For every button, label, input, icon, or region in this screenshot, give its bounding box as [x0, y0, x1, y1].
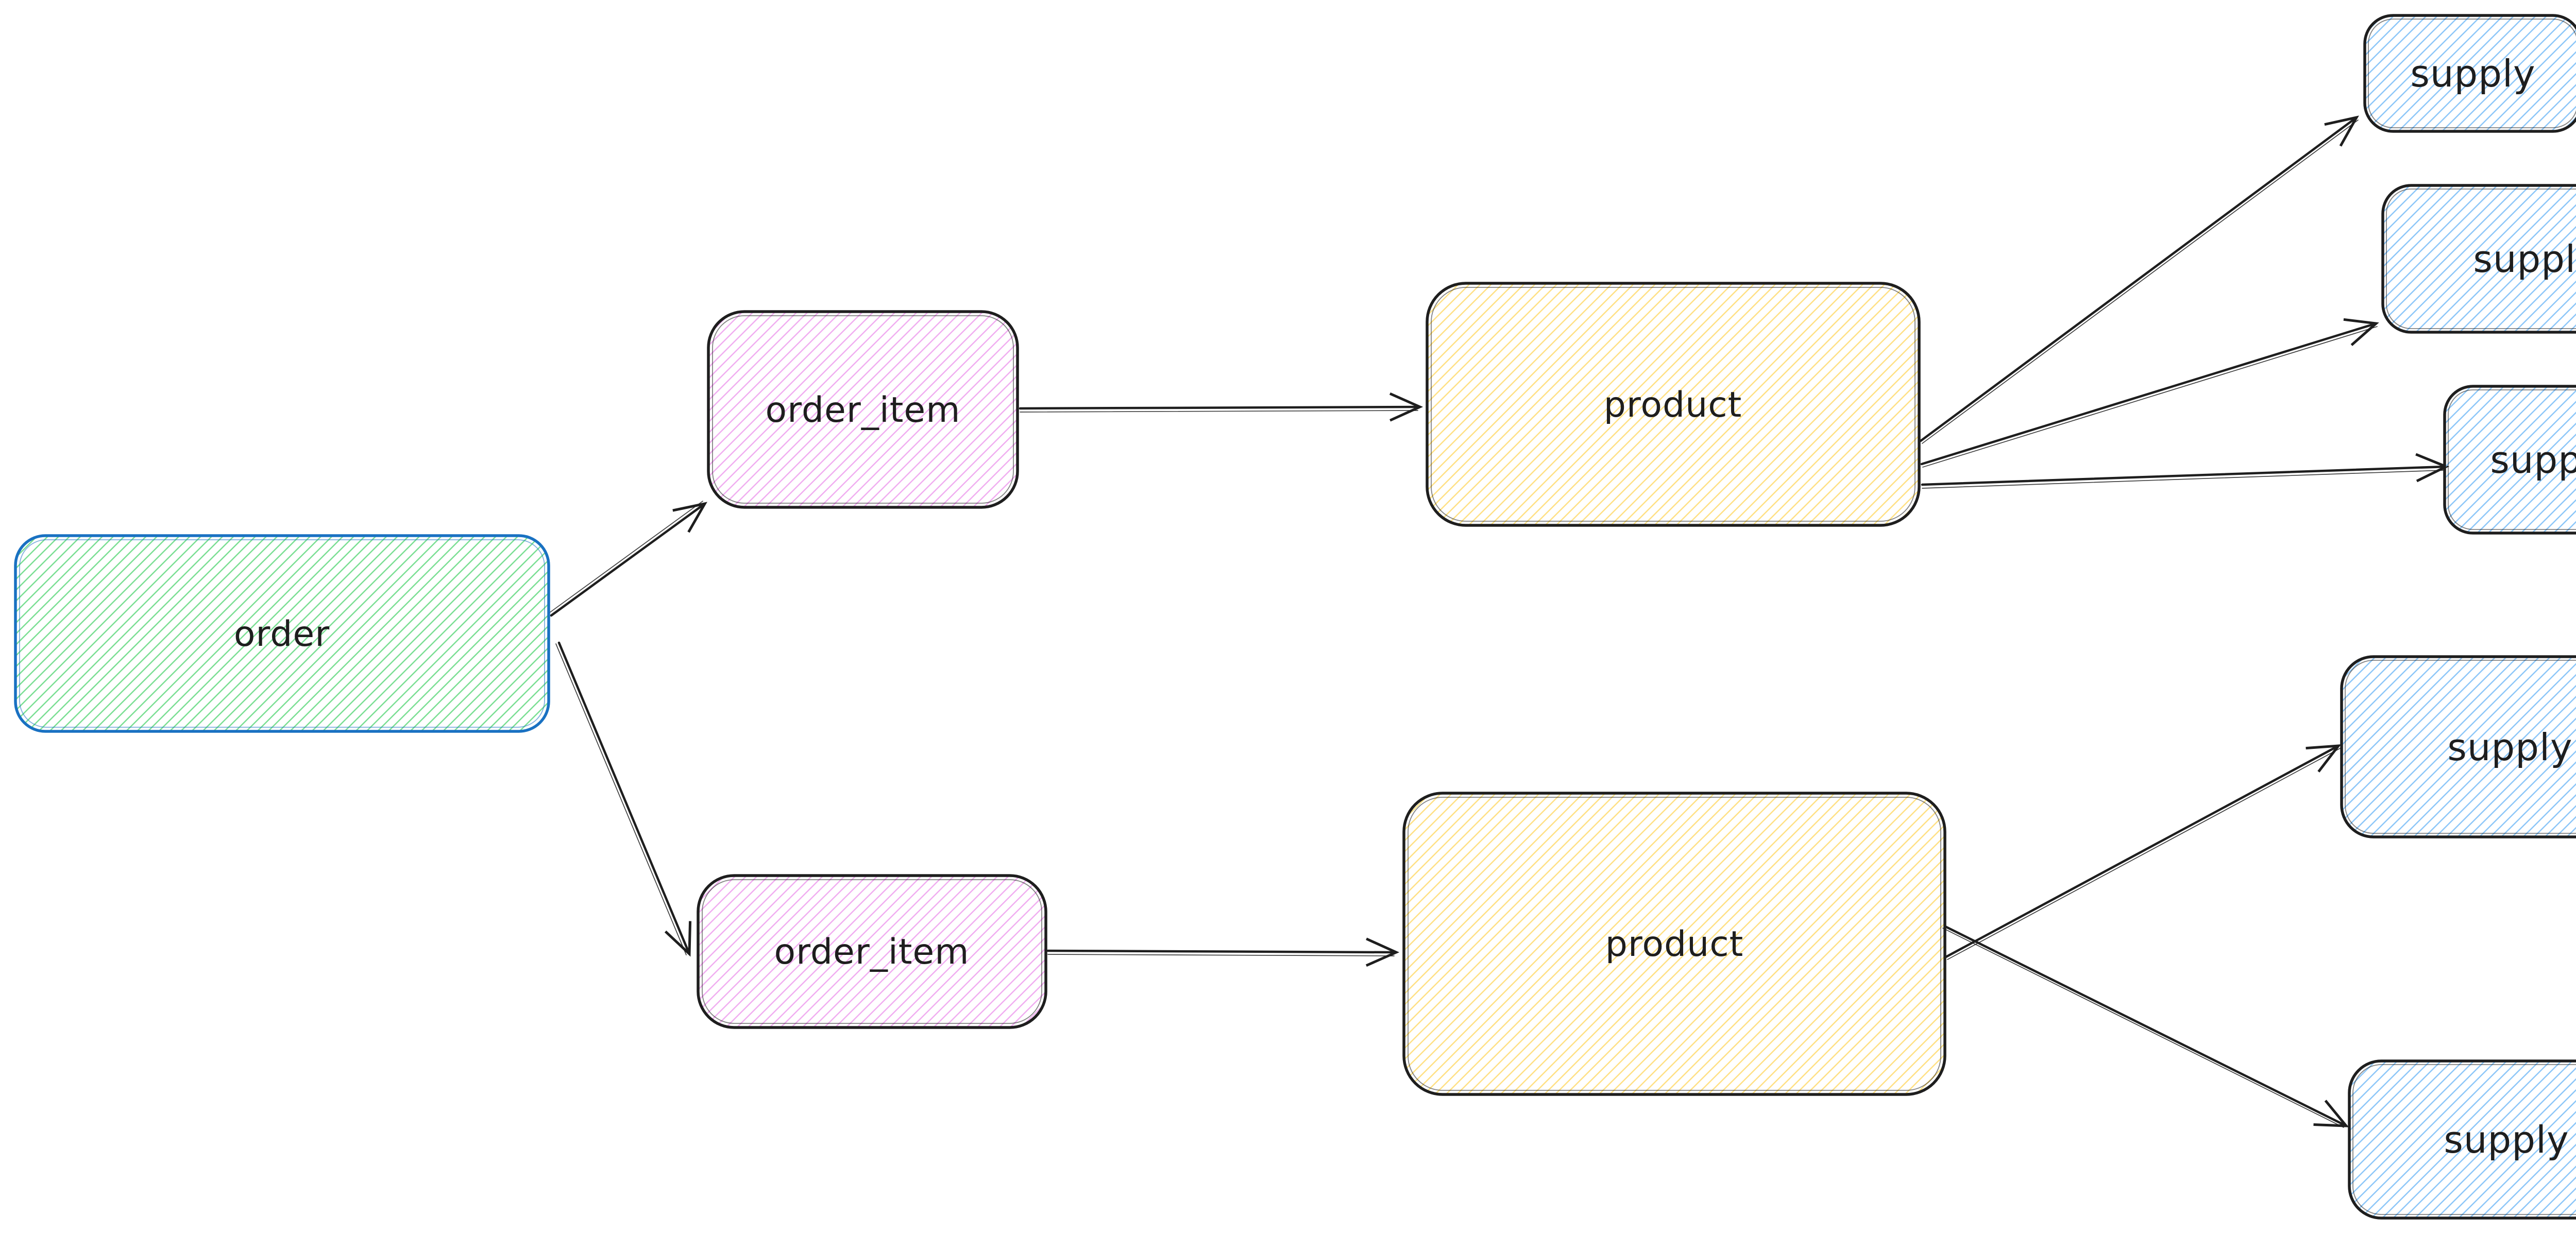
- node-supply-1-shape: [2363, 14, 2576, 133]
- node-product-bottom-shape: [1402, 792, 1946, 1096]
- node-supply-5-shape-ghost: [2352, 1064, 2576, 1215]
- node-supply-4[interactable]: supply: [2340, 655, 2576, 838]
- node-supply-2-shape-ghost: [2386, 189, 2576, 329]
- arrow-product-top-to-supply-1[interactable]: [1919, 115, 2359, 444]
- arrow-ghost-line: [1947, 748, 2341, 960]
- node-supply-4-label: supply: [2447, 726, 2572, 769]
- node-product-bottom[interactable]: product: [1402, 792, 1946, 1096]
- node-supply-1-shape-ghost: [2368, 19, 2576, 128]
- arrow-order-to-order-item-bottom[interactable]: [555, 641, 692, 957]
- arrow-ghost-line: [1922, 326, 2378, 468]
- arrow-line: [550, 502, 707, 617]
- arrow-ghost-line: [1922, 119, 2359, 444]
- arrow-line: [1944, 744, 2342, 958]
- arrow-line: [557, 641, 692, 957]
- arrow-product-bottom-to-supply-4[interactable]: [1944, 744, 2342, 960]
- node-supply-5[interactable]: supply: [2348, 1059, 2576, 1220]
- node-order-shape: [14, 534, 550, 733]
- node-order-item-bottom-shape-ghost: [702, 879, 1042, 1024]
- node-supply-1-label: supply: [2410, 52, 2535, 95]
- arrow-product-top-to-supply-2[interactable]: [1920, 318, 2379, 468]
- arrow-ghost-line: [549, 501, 703, 613]
- node-supply-3[interactable]: supply: [2443, 385, 2576, 535]
- arrow-line: [1944, 925, 2349, 1127]
- node-product-top-label: product: [1604, 385, 1742, 425]
- arrow-line: [1921, 453, 2450, 486]
- arrow-line: [1919, 115, 2359, 442]
- node-order-item-top[interactable]: order_item: [707, 310, 1019, 509]
- node-order-shape-ghost: [19, 539, 545, 728]
- arrow-order-item-top-to-product-top[interactable]: [1019, 392, 1423, 422]
- node-order-item-top-shape: [707, 310, 1019, 509]
- arrow-ghost-line: [1922, 470, 2445, 489]
- arrow-line: [1019, 392, 1423, 422]
- node-supply-1[interactable]: supply: [2363, 14, 2576, 133]
- node-order-label: order: [234, 614, 330, 655]
- arrow-ghost-line: [1020, 410, 1418, 413]
- arrow-order-to-order-item-top[interactable]: [549, 501, 707, 617]
- node-order-item-top-label: order_item: [766, 390, 961, 431]
- arrow-line: [1046, 937, 1400, 967]
- arrow-ghost-line: [555, 643, 687, 955]
- arrow-ghost-line: [1942, 928, 2344, 1128]
- node-order-item-bottom[interactable]: order_item: [697, 874, 1047, 1029]
- arrow-line: [1920, 318, 2379, 466]
- node-supply-3-label: supply: [2490, 438, 2576, 482]
- node-product-bottom-label: product: [1605, 924, 1744, 965]
- arrow-order-item-bottom-to-product-bottom[interactable]: [1046, 937, 1400, 967]
- node-order[interactable]: order: [14, 534, 550, 733]
- node-supply-2-label: supply: [2473, 237, 2576, 281]
- node-product-top-shape: [1426, 282, 1921, 527]
- node-product-bottom-shape-ghost: [1408, 797, 1941, 1091]
- node-supply-4-shape: [2340, 655, 2576, 838]
- node-supply-4-shape-ghost: [2345, 660, 2576, 834]
- node-supply-2[interactable]: supply: [2381, 184, 2576, 334]
- arrow-product-bottom-to-supply-5[interactable]: [1942, 925, 2349, 1128]
- node-order-item-bottom-shape: [697, 874, 1047, 1029]
- node-product-top-shape-ghost: [1431, 287, 1916, 522]
- node-supply-2-shape: [2381, 184, 2576, 334]
- arrow-product-top-to-supply-3[interactable]: [1921, 453, 2450, 489]
- arrow-ghost-line: [1047, 954, 1395, 956]
- node-product-top[interactable]: product: [1426, 282, 1921, 527]
- node-supply-5-shape: [2348, 1059, 2576, 1220]
- node-order-item-bottom-label: order_item: [774, 932, 970, 972]
- node-supply-3-shape-ghost: [2448, 389, 2576, 530]
- node-supply-3-shape: [2443, 385, 2576, 535]
- node-order-item-top-shape-ghost: [712, 315, 1014, 504]
- node-supply-5-label: supply: [2444, 1118, 2569, 1161]
